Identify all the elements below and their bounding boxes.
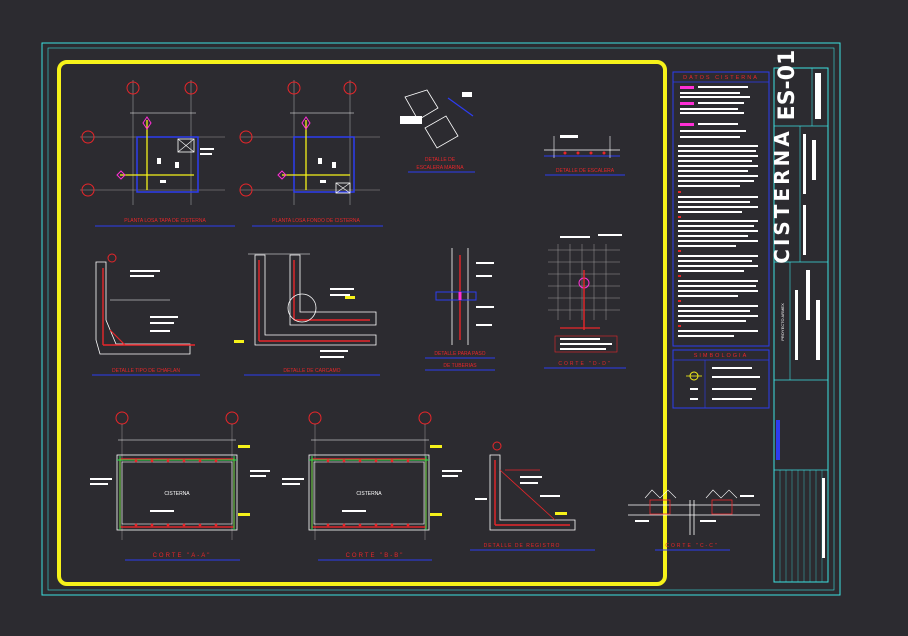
sheet-title: CISTERNA xyxy=(770,128,794,263)
pipe-detail-title-1: DETALLE PARA PASO xyxy=(434,351,485,357)
sheet-number: ES-01 xyxy=(775,50,800,121)
register-detail-title: DETALLE DE REGISTRO xyxy=(484,543,561,549)
ladder-detail: DETALLE DE ESCALERA xyxy=(544,135,625,176)
plan-top-slab: PLANTA LOSA TAPA DE CISTERNA xyxy=(80,80,235,227)
data-panel: DATOS CISTERNA xyxy=(672,71,770,347)
section-aa-title: CORTE "A-A" xyxy=(153,553,212,559)
ladder-detail-title: DETALLE DE ESCALERA xyxy=(556,168,615,174)
wall-detail-title: DETALLE TIPO DE CHAFLAN xyxy=(112,368,180,374)
section-dd: CORTE "D-D" xyxy=(544,234,626,369)
data-panel-header: DATOS CISTERNA xyxy=(683,75,759,81)
section-aa-cistern-label: CISTERNA xyxy=(164,491,190,497)
outer-frame xyxy=(41,42,841,596)
plan-bottom-slab-title: PLANTA LOSA FONDO DE CISTERNA xyxy=(272,218,360,224)
section-aa: CISTERNA CORTE "A-A" xyxy=(90,411,270,561)
register-detail: DETALLE DE REGISTRO xyxy=(470,441,595,551)
title-block: ES-01 CISTERNA PROYECTO ARMEX xyxy=(770,50,829,583)
stair-detail-title-2: ESCALERA MARINA xyxy=(416,165,464,171)
section-cc-title: CORTE "C-C" xyxy=(665,543,718,549)
pipe-detail-title-2: DE TUBERIAS xyxy=(443,363,477,369)
symbols-panel-header: SIMBOLOGIA xyxy=(694,353,749,359)
drawing-area-border xyxy=(57,60,667,586)
sump-detail: DETALLE DE CARCAMO xyxy=(234,253,380,376)
plan-top-slab-title: PLANTA LOSA TAPA DE CISTERNA xyxy=(124,218,206,224)
symbols-panel: SIMBOLOGIA xyxy=(672,349,770,409)
section-dd-title: CORTE "D-D" xyxy=(558,361,611,367)
section-bb: CISTERNA CORTE "B-B" xyxy=(282,411,462,561)
sump-detail-title: DETALLE DE CARCAMO xyxy=(283,368,340,374)
section-bb-cistern-label: CISTERNA xyxy=(356,491,382,497)
stair-detail: DETALLE DE ESCALERA MARINA xyxy=(400,89,475,173)
section-bb-title: CORTE "B-B" xyxy=(346,553,405,559)
inner-frame xyxy=(47,47,835,591)
plan-bottom-slab: PLANTA LOSA FONDO DE CISTERNA xyxy=(239,80,383,227)
vertical-small-text: PROYECTO ARMEX xyxy=(780,303,785,341)
pipe-detail: DETALLE PARA PASO DE TUBERIAS xyxy=(425,248,495,371)
stair-detail-title-1: DETALLE DE xyxy=(425,157,456,163)
section-cc: CORTE "C-C" xyxy=(628,489,760,551)
wall-detail: DETALLE TIPO DE CHAFLAN xyxy=(92,253,200,376)
